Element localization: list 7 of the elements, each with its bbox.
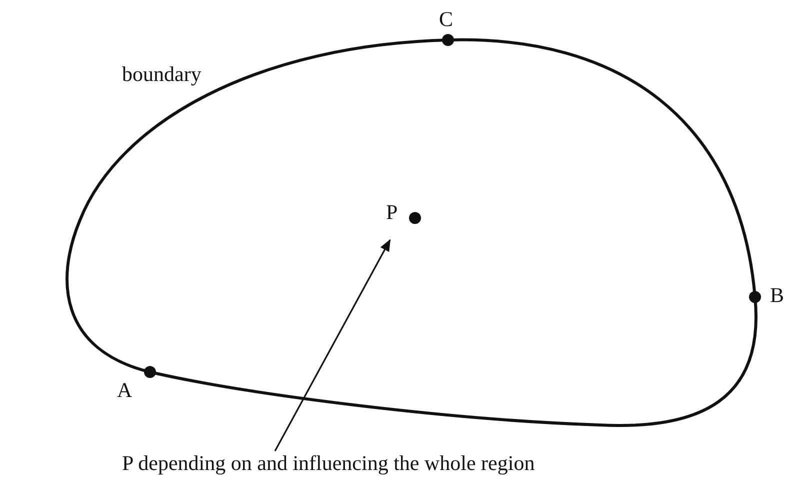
point-label: A — [117, 380, 132, 401]
caption-text: P depending on and influencing the whole region — [122, 453, 535, 474]
region-label: boundary — [122, 64, 202, 85]
point-label: C — [439, 9, 454, 30]
point-label: B — [770, 285, 784, 306]
point-label: P — [386, 202, 398, 223]
arrow — [274, 239, 391, 452]
